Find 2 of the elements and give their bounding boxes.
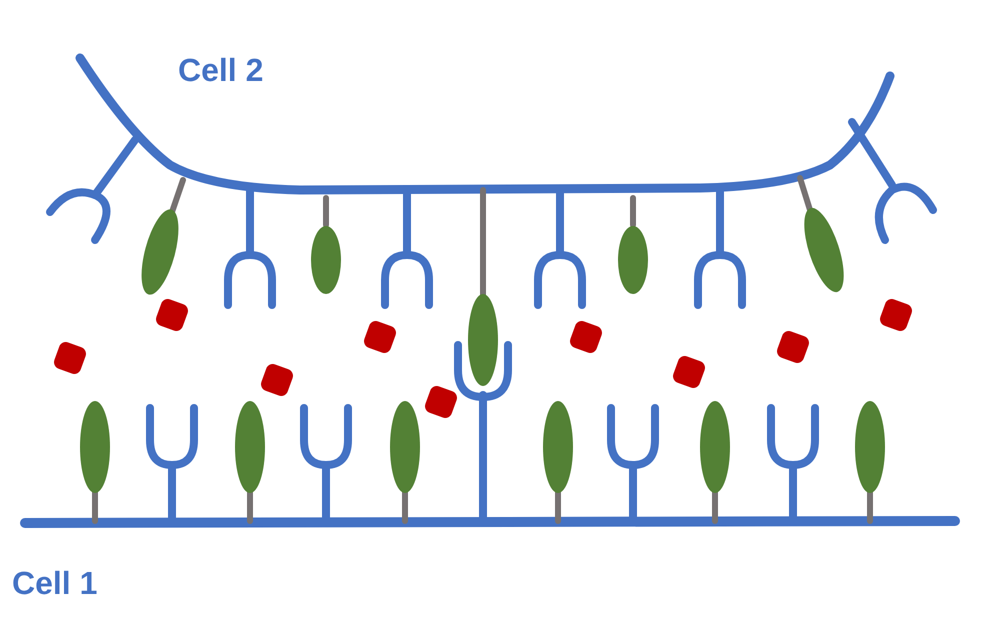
cell-label: Cell 1 <box>12 565 98 602</box>
cell-label: Cell 2 <box>178 52 264 89</box>
